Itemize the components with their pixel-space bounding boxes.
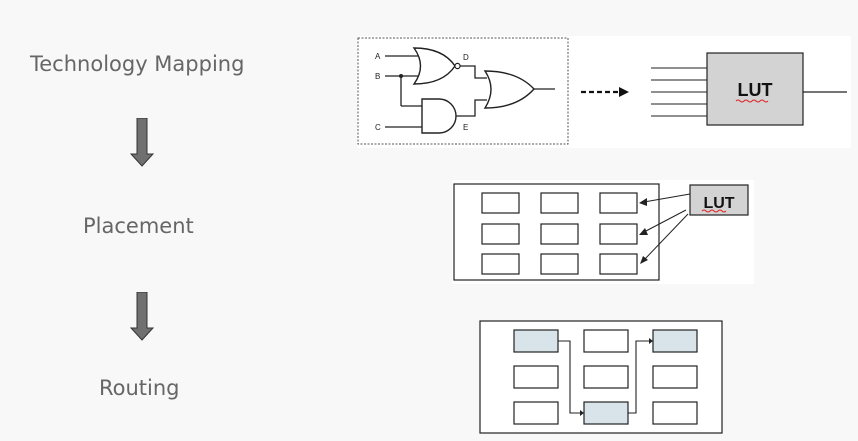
- down-arrow-icon: [130, 292, 154, 341]
- routing-diagram: [479, 320, 723, 434]
- logic-block-grid: [481, 192, 638, 275]
- input-label-a: A: [375, 52, 381, 61]
- step-routing: Routing: [99, 376, 180, 400]
- node-label-e: E: [463, 123, 468, 132]
- nor-gate: [412, 47, 456, 85]
- and-gate: [421, 98, 457, 134]
- lut-label: LUT: [738, 80, 773, 100]
- node-label-d: D: [463, 53, 469, 62]
- logic-block-grid: [513, 329, 698, 425]
- routing-wires: [558, 340, 649, 414]
- or-gate: [483, 70, 535, 109]
- technology-mapping-diagram: A B C D E LUT: [357, 36, 851, 148]
- lut-block: [706, 52, 804, 126]
- step-technology-mapping: Technology Mapping: [30, 52, 245, 76]
- placement-arrows: [643, 193, 691, 261]
- input-label-c: C: [375, 123, 381, 132]
- placement-diagram: LUT: [452, 180, 754, 284]
- spellcheck-underline: [735, 99, 769, 103]
- inversion-bubble: [454, 62, 461, 70]
- step-placement: Placement: [83, 214, 194, 238]
- circuit-wires: [385, 55, 555, 128]
- lut-label: LUT: [703, 195, 734, 212]
- lut-input-lines: [651, 67, 707, 117]
- dashed-arrow-head: [619, 87, 629, 97]
- input-label-b: B: [375, 72, 380, 81]
- spellcheck-underline: [701, 209, 727, 213]
- down-arrow-icon: [130, 118, 154, 167]
